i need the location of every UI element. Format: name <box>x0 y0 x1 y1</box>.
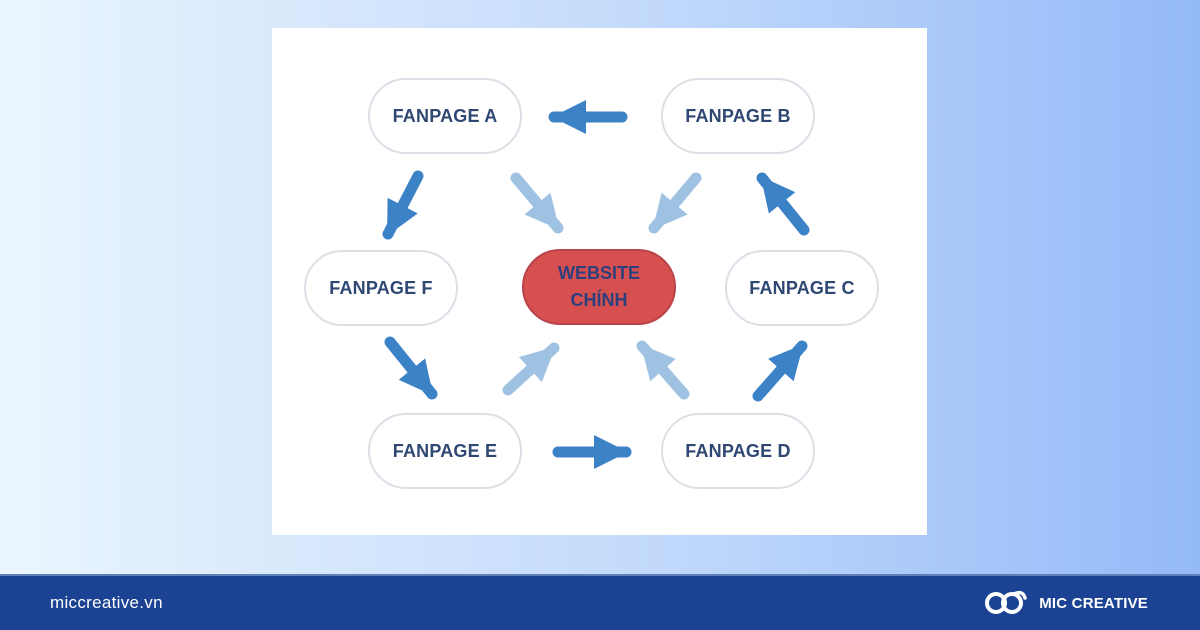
diagram-card: FANPAGE A FANPAGE B FANPAGE C FANPAGE D … <box>272 28 927 535</box>
website-link[interactable]: miccreative.vn <box>50 593 163 612</box>
arrow-c-to-b <box>756 172 810 236</box>
node-label: FANPAGE D <box>685 440 791 461</box>
node-website-chinh: WEBSITE CHÍNH <box>522 249 676 325</box>
node-label: FANPAGE C <box>749 277 855 298</box>
node-label: FANPAGE A <box>392 105 498 126</box>
diagram-arrows <box>382 100 810 469</box>
node-fanpage-c: FANPAGE C <box>725 250 879 326</box>
node-fanpage-b: FANPAGE B <box>661 78 815 154</box>
arrow-b-to-center <box>648 172 702 234</box>
arrow-a-to-f <box>382 170 424 240</box>
arrow-d-to-c <box>752 340 808 402</box>
footer-bar: miccreative.vn MIC CREATIVE <box>0 574 1200 630</box>
brand-logo: MIC CREATIVE <box>983 576 1148 630</box>
node-fanpage-e: FANPAGE E <box>368 413 522 489</box>
center-label-line1: WEBSITE <box>557 263 640 283</box>
arrow-d-to-center <box>636 340 690 400</box>
node-label: FANPAGE F <box>329 277 433 298</box>
arrow-f-to-e <box>384 336 438 400</box>
brand-name: MIC CREATIVE <box>1039 594 1148 612</box>
node-fanpage-a: FANPAGE A <box>368 78 522 154</box>
node-label: FANPAGE B <box>685 105 791 126</box>
mic-creative-logo-icon <box>985 590 1027 614</box>
node-fanpage-f: FANPAGE F <box>304 250 458 326</box>
center-label-line2: CHÍNH <box>570 290 628 310</box>
node-fanpage-d: FANPAGE D <box>661 413 815 489</box>
node-label: FANPAGE E <box>392 440 498 461</box>
arrow-e-to-center <box>502 342 560 396</box>
arrow-a-to-center <box>510 172 564 234</box>
